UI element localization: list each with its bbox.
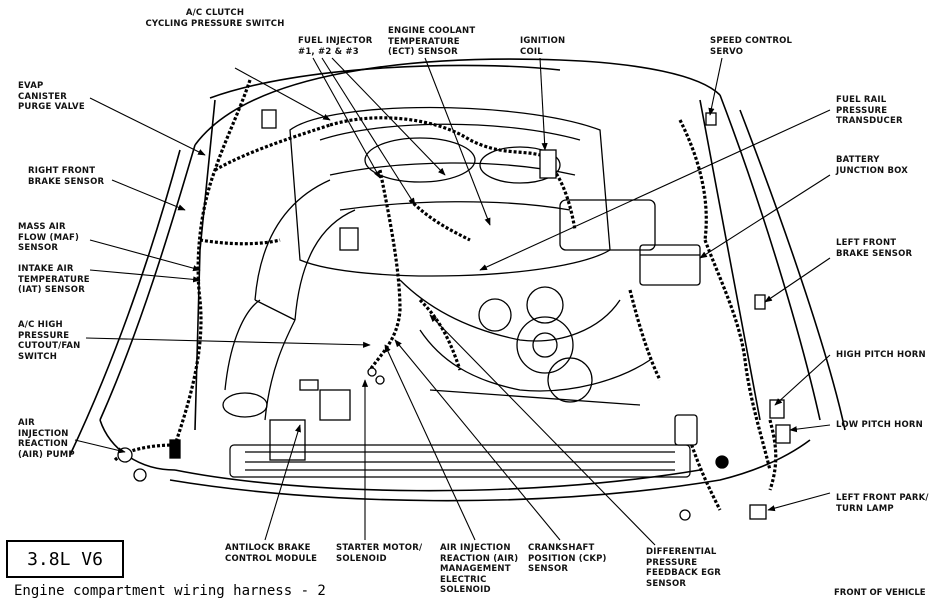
engine-label: 3.8L V6 — [27, 549, 103, 570]
label-right-front-brake-sensor: RIGHT FRONT BRAKE SENSOR — [28, 166, 105, 187]
battery-junction-box-shape — [639, 244, 701, 286]
abs-module-shape — [269, 389, 351, 461]
leader-lines — [74, 57, 831, 546]
engine-block — [289, 106, 656, 406]
diagram-caption: Engine compartment wiring harness - 2 — [14, 583, 326, 599]
label-fuel-rail-transducer: FUEL RAIL PRESSURE TRANSDUCER — [836, 95, 903, 126]
label-speed-control-servo: SPEED CONTROL SERVO — [710, 36, 793, 57]
label-maf-sensor: MASS AIR FLOW (MAF) SENSOR — [18, 222, 80, 253]
label-starter-motor: STARTER MOTOR/ SOLENOID — [336, 543, 423, 564]
label-air-pump: AIR INJECTION REACTION (AIR) PUMP — [18, 418, 75, 460]
label-ect-sensor: ENGINE COOLANT TEMPERATURE (ECT) SENSOR — [388, 26, 476, 57]
label-air-solenoid: AIR INJECTION REACTION (AIR) MANAGEMENT … — [440, 543, 519, 595]
label-left-front-brake-sensor: LEFT FRONT BRAKE SENSOR — [836, 238, 913, 259]
label-abs-module: ANTILOCK BRAKE CONTROL MODULE — [225, 543, 318, 564]
label-iat-sensor: INTAKE AIR TEMPERATURE (IAT) SENSOR — [18, 264, 90, 295]
label-evap-purge-valve: EVAP CANISTER PURGE VALVE — [18, 81, 85, 112]
air-intake-duct — [222, 179, 356, 421]
engine-label-box: 3.8L V6 — [6, 540, 124, 578]
label-ckp-sensor: CRANKSHAFT POSITION (CKP) SENSOR — [528, 543, 607, 574]
radiator-support — [229, 444, 691, 478]
connectors — [117, 109, 791, 521]
body-outline — [69, 58, 846, 502]
label-ignition-coil: IGNITION COIL — [520, 36, 566, 57]
label-egr-sensor: DIFFERENTIAL PRESSURE FEEDBACK EGR SENSO… — [646, 547, 722, 589]
label-battery-junction-box: BATTERY JUNCTION BOX — [836, 155, 909, 176]
label-ac-high-pressure-switch: A/C HIGH PRESSURE CUTOUT/FAN SWITCH — [18, 320, 81, 362]
label-high-pitch-horn: HIGH PITCH HORN — [836, 350, 926, 360]
label-fuel-injector: FUEL INJECTOR #1, #2 & #3 — [298, 36, 373, 57]
label-ac-clutch-switch: A/C CLUTCH CYCLING PRESSURE SWITCH — [145, 8, 285, 29]
label-low-pitch-horn: LOW PITCH HORN — [836, 420, 923, 430]
label-left-front-park-lamp: LEFT FRONT PARK/ TURN LAMP — [836, 493, 929, 514]
front-of-vehicle-note: FRONT OF VEHICLE — [834, 588, 926, 598]
